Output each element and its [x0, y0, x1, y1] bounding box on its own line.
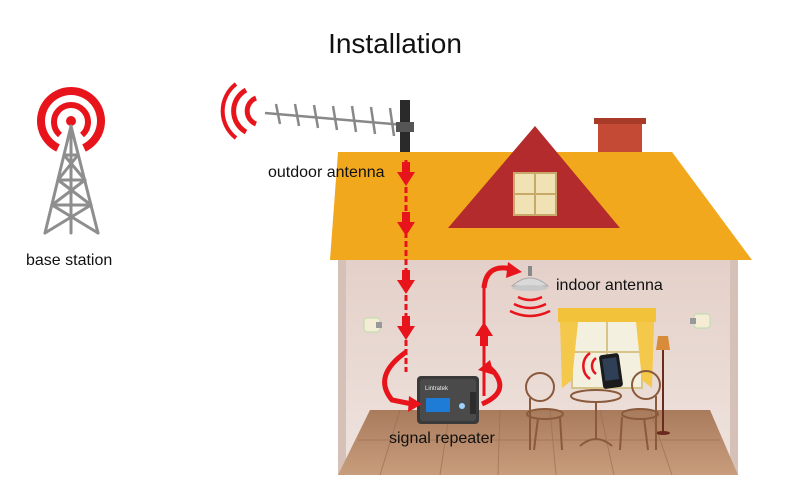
arrow-into-repeater: [382, 349, 413, 407]
cafe-chair-right: [619, 370, 661, 451]
indoor-antenna-label: indoor antenna: [556, 277, 663, 294]
chimney: [598, 120, 642, 154]
curtain-left: [560, 322, 578, 388]
yagi-antenna: [264, 103, 405, 137]
base-station-label: base station: [26, 252, 113, 269]
signal-path: [382, 160, 522, 412]
antenna-mount-bracket: [396, 122, 414, 132]
outdoor-antenna-waves: [220, 82, 258, 140]
indoor-antenna: [509, 266, 551, 318]
indoor-antenna-waves: [509, 295, 551, 318]
outdoor-antenna: [220, 82, 414, 162]
outdoor-antenna-label: outdoor antenna: [268, 164, 385, 181]
diagram-title: Installation: [328, 28, 462, 59]
wall-lamp-right: [690, 313, 711, 329]
base-station-lattice: [43, 124, 100, 235]
arrow-into-indoor-antenna: [481, 265, 513, 289]
house-wall-right-edge: [730, 260, 738, 475]
chimney-cap: [594, 118, 646, 124]
curtain-valance: [558, 308, 656, 322]
mobile-phone: [582, 351, 623, 389]
phone-signal-waves: [582, 351, 597, 381]
uplink-arrows: [475, 322, 493, 346]
arrow-out-of-repeater: [480, 364, 503, 407]
repeater-brand: Lintratek: [425, 386, 449, 392]
wall-lamp-left: [363, 317, 382, 333]
base-station-tower: [37, 86, 105, 235]
cafe-chair-left: [525, 372, 564, 451]
floor-boards: [358, 409, 720, 476]
floor-lamp: [656, 336, 670, 435]
house-wall-left-edge: [338, 260, 346, 475]
signal-repeater-label: signal repeater: [389, 430, 495, 447]
cafe-table: [570, 389, 622, 447]
floor: [338, 410, 738, 475]
base-station-signal-waves: [37, 86, 105, 152]
downlink-arrows: [397, 162, 415, 340]
signal-repeater: Lintratek: [417, 376, 479, 424]
